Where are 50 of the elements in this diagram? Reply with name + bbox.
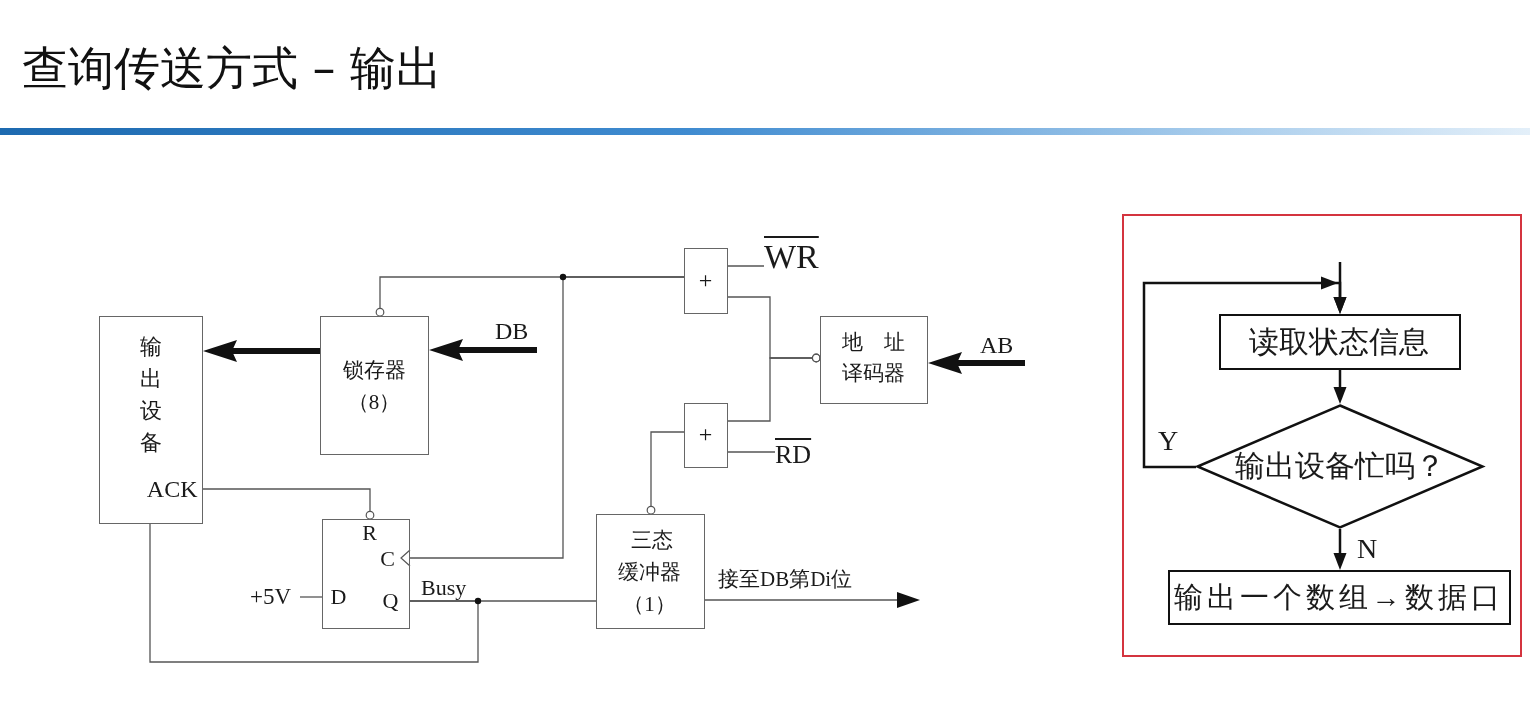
signal-label: +5V <box>250 583 293 611</box>
signal-label: WR <box>764 237 820 277</box>
slide-title: 查询传送方式 – 输出 <box>22 40 443 97</box>
highlight-frame <box>1122 214 1522 657</box>
arrow <box>704 592 920 608</box>
block-label: 三态缓冲器（1） <box>617 526 682 618</box>
signal-line <box>149 523 479 663</box>
signal-line <box>727 265 765 267</box>
inverted-signal-line <box>202 488 375 520</box>
flip-flop-block <box>322 519 410 629</box>
pin-label: ACK <box>145 474 198 503</box>
bus-arrow <box>429 339 537 361</box>
bus-arrow <box>203 340 320 362</box>
block-label: 地址译码器 <box>841 328 906 387</box>
edge-label: 接至DB第Di位 <box>718 566 853 593</box>
output-device-block <box>99 316 203 524</box>
edge-label: DB <box>495 317 529 346</box>
gate-label: + <box>697 265 714 295</box>
gate-label: + <box>697 419 714 449</box>
process-label: 读取状态信息 <box>1248 323 1430 360</box>
signal-line <box>299 596 323 598</box>
block-label: 锁存器（8） <box>341 356 407 416</box>
block-label: 输出设备 <box>138 332 163 457</box>
arrow <box>1333 529 1347 570</box>
clock-arrow <box>400 276 685 567</box>
process-box <box>1167 569 1511 625</box>
or-gate <box>684 403 728 468</box>
tristate-buffer-block <box>596 514 705 629</box>
pin-label: Q <box>381 587 400 614</box>
latch-block <box>320 316 429 455</box>
edge-label: N <box>1357 532 1378 566</box>
arrow <box>1333 370 1347 404</box>
inverted-signal-line <box>727 353 821 422</box>
pin-label: R <box>361 519 378 546</box>
address-decoder-block <box>820 316 928 404</box>
edge-label: Y <box>1158 424 1179 458</box>
edge-label: AB <box>980 331 1014 360</box>
process-label: 输出一个数组→数据口 <box>1172 579 1505 615</box>
inverted-signal-line <box>646 431 685 515</box>
decision-label: 输出设备忙吗？ <box>1233 447 1446 484</box>
signal-label: RD <box>775 439 813 471</box>
pin-label: D <box>329 583 348 610</box>
bus-arrow <box>928 352 1025 374</box>
edge-label: Busy <box>421 574 467 602</box>
pin-label: C <box>379 545 396 572</box>
signal-line <box>727 451 776 453</box>
or-gate <box>684 248 728 314</box>
decision-diamond <box>1195 403 1484 529</box>
process-box <box>1218 313 1461 370</box>
arrow <box>1142 276 1347 469</box>
